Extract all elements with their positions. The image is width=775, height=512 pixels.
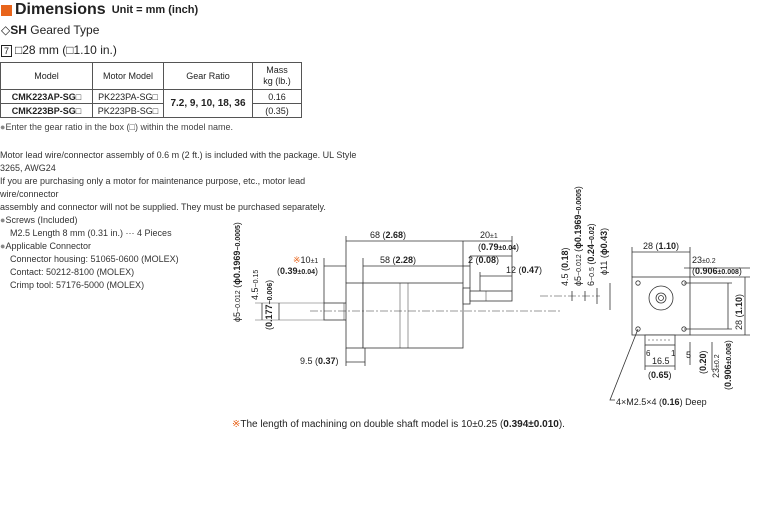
pin-6-label: 6 [646,349,651,358]
footnote-text: The length of machining on double shaft … [240,419,498,430]
dim-23-top-in: (0.906±0.008) [692,266,742,276]
dim-4-5-left-in: (0.177−0.006) [264,280,274,330]
dim-28-side: 28 (1.10) [734,294,744,330]
list-item: ●Applicable Connector [0,240,179,253]
connector-item: Connector housing: 51065-0600 (MOLEX) [10,254,179,264]
dim-23-side: 23±0.2 [711,354,721,378]
screws-heading: Screws (Included) [5,215,78,225]
end-view-square [631,276,691,336]
dim-12: 12 (0.47) [506,265,542,275]
left-shaft [323,302,349,321]
dim-5-in: (0.20) [698,350,708,374]
connector-item: Crimp tool: 57176-5000 (MOLEX) [10,280,145,290]
gear-ratio-cell: 7.2, 9, 10, 18, 36 [163,89,253,118]
gearhead-flange [345,282,364,349]
lead-wire-note: Motor lead wire/connector assembly of 0.… [0,149,360,214]
accessories-list: ●Screws (Included) M2.5 Length 8 mm (0.3… [0,214,179,292]
dim-4-5-left: 4.5−0.15 [250,270,260,300]
page-title: Dimensions [15,1,106,18]
asterisk-mark: ※ [232,419,241,430]
dim-10: ※10±1 [293,255,318,265]
pilot-circle [648,285,674,311]
list-item: ●Screws (Included) [0,214,179,227]
footnote: ※The length of machining on double shaft… [232,419,565,430]
bullet-icon: ● [0,241,6,251]
unit-label: Unit = mm (inch) [111,4,199,16]
section-marker-icon [1,4,12,16]
spec-table: Model Motor Model Gear Ratio Mass kg (lb… [0,62,302,118]
note-line: Motor lead wire/connector assembly of 0.… [0,150,357,160]
dim-2: 2 (0.08) [468,255,499,265]
dim-phi11: ϕ11 (ϕ0.43) [599,228,609,275]
dim-9-5: 9.5 (0.37) [300,356,339,366]
dim-58: 58 (2.28) [380,255,416,265]
hole-callout: 4×M2.5×4 (0.16) Deep [616,397,707,407]
col-gear-ratio: Gear Ratio [163,62,253,90]
motor-cell: PK223PB-SG□ [92,103,164,118]
dim-6: 6−0.5 (0.24−0.02) [586,223,596,286]
product-type: ◇SH Geared Type [1,23,99,37]
table-header-row: Model Motor Model Gear Ratio Mass kg (lb… [0,62,302,90]
type-label: Geared Type [30,23,100,37]
dim-28-top: 28 (1.10) [643,241,679,251]
screws-item: M2.5 Length 8 mm (0.31 in.) ··· 4 Pieces [10,228,172,238]
dim-phi5-left: ϕ5−0.012 (ϕ0.1969−0.0005) [232,222,242,322]
dim-68: 68 (2.68) [370,230,406,240]
col-mass: Mass kg (lb.) [252,62,302,90]
bullet-icon: ● [0,122,6,132]
table-row: CMK223AP-SG□ PK223PA-SG□ 7.2, 9, 10, 18,… [0,89,302,118]
connector-heading: Applicable Connector [5,241,91,251]
dim-16-5: 16.5 [652,356,670,366]
mass-cell: (0.35) [252,103,302,118]
pin-1-label: 1 [671,349,676,358]
dim-20-in: (0.79±0.04) [478,242,519,252]
motor-body [362,282,464,349]
dim-16-5-in: (0.65) [648,370,672,380]
size-number-box: 7 [1,44,12,57]
footnote-inch: 0.394±0.010 [503,419,559,430]
bullet-icon: ● [0,215,6,225]
table-row: CMK223BP-SG□ PK223PB-SG□ (0.35) [0,103,302,118]
frame-size: 7□28 mm (□1.10 in.) [1,43,117,57]
dim-20: 20±1 [480,230,498,240]
diamond-icon: ◇ [1,23,11,37]
gear-ratio-note: ●Enter the gear ratio in the box (□) wit… [0,122,233,132]
note-text: Enter the gear ratio in the box (□) with… [5,122,233,132]
dim-5: 5 [686,350,691,360]
frame-size-text: □28 mm (□1.10 in.) [15,43,117,57]
model-cell: CMK223BP-SG□ [0,103,93,118]
dim-23-side-in: (0.906±0.008) [723,340,733,390]
dim-10-in: (0.39±0.04) [277,266,318,276]
note-line: assembly and connector will not be suppl… [0,202,326,212]
note-line: If you are purchasing only a motor for m… [0,176,306,199]
section-header: Dimensions Unit = mm (inch) [0,0,198,20]
right-shaft [469,290,513,302]
dim-phi5-right: ϕ5−0.012 (ϕ0.1969−0.0005) [573,186,583,286]
note-line: 3265, AWG24 [0,163,56,173]
dim-23-top: 23±0.2 [692,255,716,265]
connector-item: Contact: 50212-8100 (MOLEX) [10,267,135,277]
dim-4-5-right: 4.5 (0.18) [560,247,570,286]
type-code: SH [10,23,27,37]
